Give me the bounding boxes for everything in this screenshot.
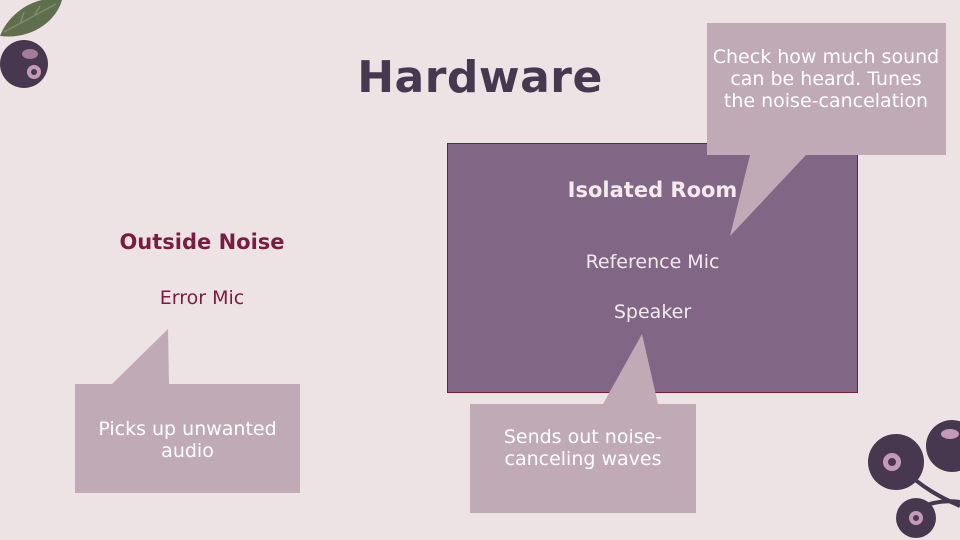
reference-callout-text: Check how much sound can be heard. Tunes… xyxy=(712,46,940,112)
isolated-room-title: Isolated Room xyxy=(567,178,738,202)
error-callout-bubble xyxy=(75,329,300,493)
speaker-callout-text: Sends out noise-canceling waves xyxy=(503,426,663,470)
reference-callout-bubble xyxy=(707,23,946,236)
speaker-callout-bubble xyxy=(470,334,696,513)
speaker-label: Speaker xyxy=(613,301,692,323)
error-callout-text: Picks up unwanted audio xyxy=(98,418,277,462)
berry-icon xyxy=(0,40,48,88)
isolated-room-box xyxy=(447,143,858,393)
outside-noise-title: Outside Noise xyxy=(119,230,285,254)
error-mic-label: Error Mic xyxy=(159,287,245,309)
slide-title: Hardware xyxy=(357,52,603,103)
reference-mic-label: Reference Mic xyxy=(585,251,720,273)
berry-cluster-icon xyxy=(868,420,960,538)
leaf-icon xyxy=(0,0,62,37)
